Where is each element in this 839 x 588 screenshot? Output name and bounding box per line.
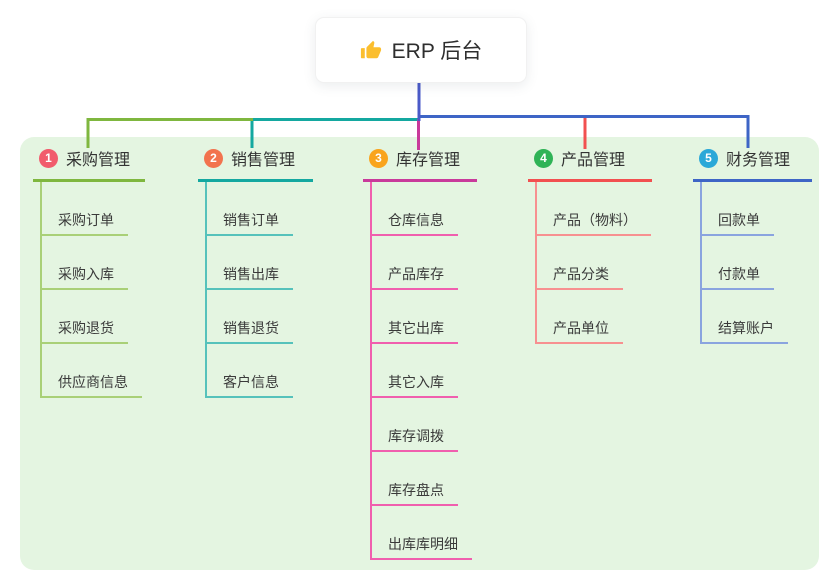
child-node[interactable]: 销售订单	[207, 182, 293, 236]
branch-title: 库存管理	[396, 152, 461, 169]
child-node[interactable]: 产品单位	[537, 290, 623, 344]
branches-panel	[20, 137, 819, 570]
branch-children: 销售订单 销售出库 销售退货 客户信息	[205, 182, 313, 398]
branch-finance: 5 财务管理 回款单 付款单 结算账户	[693, 146, 812, 344]
child-node[interactable]: 库存调拨	[372, 398, 458, 452]
branch-title: 财务管理	[726, 152, 791, 169]
child-node[interactable]: 库存盘点	[372, 452, 458, 506]
branch-number-badge: 1	[39, 148, 58, 168]
thumbs-up-icon	[360, 40, 381, 59]
branch-purchase-header[interactable]: 1 采购管理	[33, 146, 145, 182]
branch-purchase: 1 采购管理 采购订单 采购入库 采购退货 供应商信息	[33, 146, 145, 398]
branch-children: 采购订单 采购入库 采购退货 供应商信息	[40, 182, 145, 398]
branch-sales-header[interactable]: 2 销售管理	[198, 146, 313, 182]
child-node[interactable]: 采购退货	[42, 290, 128, 344]
branch-inventory: 3 库存管理 仓库信息 产品库存 其它出库 其它入库 库存调拨 库存盘点 出库库…	[363, 146, 477, 560]
root-label: ERP 后台	[391, 40, 483, 63]
branch-number-badge: 2	[204, 148, 223, 168]
branch-children: 仓库信息 产品库存 其它出库 其它入库 库存调拨 库存盘点 出库库明细	[370, 182, 477, 560]
branch-finance-header[interactable]: 5 财务管理	[693, 146, 812, 182]
branch-title: 产品管理	[561, 152, 626, 169]
child-node[interactable]: 采购订单	[42, 182, 128, 236]
child-node[interactable]: 供应商信息	[42, 344, 142, 398]
branch-title: 销售管理	[231, 152, 296, 169]
branch-number-badge: 4	[534, 148, 553, 168]
branch-sales: 2 销售管理 销售订单 销售出库 销售退货 客户信息	[198, 146, 313, 398]
child-node[interactable]: 付款单	[702, 236, 774, 290]
root-node[interactable]: ERP 后台	[315, 17, 527, 83]
child-node[interactable]: 产品库存	[372, 236, 458, 290]
child-node[interactable]: 销售退货	[207, 290, 293, 344]
child-node[interactable]: 仓库信息	[372, 182, 458, 236]
branch-title: 采购管理	[66, 152, 131, 169]
child-node[interactable]: 结算账户	[702, 290, 788, 344]
branch-product: 4 产品管理 产品（物料） 产品分类 产品单位	[528, 146, 652, 344]
branch-number-badge: 5	[699, 148, 718, 168]
child-node[interactable]: 回款单	[702, 182, 774, 236]
branch-children: 产品（物料） 产品分类 产品单位	[535, 182, 652, 344]
branch-inventory-header[interactable]: 3 库存管理	[363, 146, 477, 182]
child-node[interactable]: 销售出库	[207, 236, 293, 290]
branch-number-badge: 3	[369, 148, 388, 168]
child-node[interactable]: 产品分类	[537, 236, 623, 290]
branch-product-header[interactable]: 4 产品管理	[528, 146, 652, 182]
child-node[interactable]: 采购入库	[42, 236, 128, 290]
child-node[interactable]: 产品（物料）	[537, 182, 651, 236]
child-node[interactable]: 其它入库	[372, 344, 458, 398]
child-node[interactable]: 出库库明细	[372, 506, 472, 560]
branch-children: 回款单 付款单 结算账户	[700, 182, 812, 344]
child-node[interactable]: 客户信息	[207, 344, 293, 398]
child-node[interactable]: 其它出库	[372, 290, 458, 344]
